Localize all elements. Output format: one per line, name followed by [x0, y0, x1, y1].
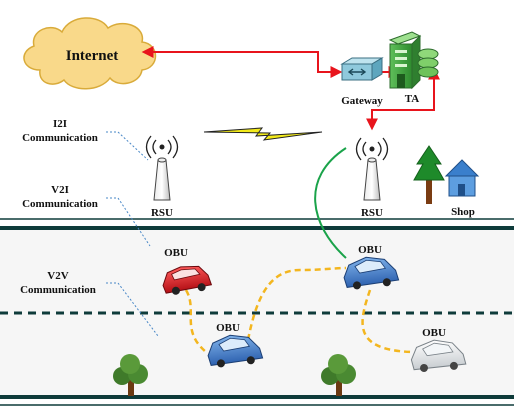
- car-icon-white: [410, 339, 467, 372]
- v2v-leader-line: [106, 282, 159, 337]
- tree-icon-bottom-left: [113, 354, 148, 396]
- gateway-icon: Gateway: [340, 57, 384, 107]
- car-icon-blue-top: [343, 256, 400, 290]
- ta-label: TA: [405, 93, 420, 105]
- rsu-antenna-icon-left: RSU: [145, 135, 179, 219]
- v2v-link-red-to-blue: [184, 289, 207, 353]
- tree-icon-top: [413, 145, 445, 204]
- i2i-leader-line: [106, 131, 149, 161]
- ta-rsu-link: [366, 67, 440, 131]
- car-icon-blue-bottom: [207, 334, 264, 368]
- rsu-right-label: RSU: [361, 207, 383, 219]
- v2v-label-line1: V2V: [47, 270, 68, 282]
- internet-label: Internet: [66, 48, 119, 64]
- v2v-links: [184, 266, 413, 354]
- v2i-label-line2: Communication: [22, 198, 98, 210]
- v2i-green-link: [314, 147, 347, 259]
- gateway-label: Gateway: [341, 95, 383, 107]
- left-labels: I2I Communication V2I Communication V2V …: [20, 118, 159, 337]
- v2i-leader-line: [106, 197, 151, 247]
- v2v-label-line2: Communication: [20, 284, 96, 296]
- v2v-link-blue-to-white: [361, 289, 413, 354]
- road: [0, 218, 514, 406]
- shop-icon: Shop: [444, 159, 480, 218]
- obu-label-white-car: OBU: [422, 327, 446, 339]
- i2i-label-line1: I2I: [53, 118, 67, 130]
- v2i-label-line1: V2I: [51, 184, 69, 196]
- obu-label-blue-car-bottom: OBU: [216, 322, 240, 334]
- tree-icon-bottom-right: [321, 354, 356, 396]
- ta-server-icon: TA: [388, 31, 439, 105]
- rsu-left-label: RSU: [151, 207, 173, 219]
- rsu-antenna-icon-right: RSU: [355, 137, 389, 219]
- v2v-link-blue-to-blue: [246, 266, 347, 341]
- shop-label: Shop: [451, 206, 475, 218]
- i2i-label-line2: Communication: [22, 132, 98, 144]
- internet-gateway-link: [141, 46, 343, 78]
- obu-label-blue-car-top: OBU: [358, 244, 382, 256]
- car-icon-red: [162, 265, 213, 295]
- cloud-icon: Internet: [23, 17, 157, 90]
- i2i-lightning-bolt: [203, 127, 323, 141]
- obu-label-red-car: OBU: [164, 247, 188, 259]
